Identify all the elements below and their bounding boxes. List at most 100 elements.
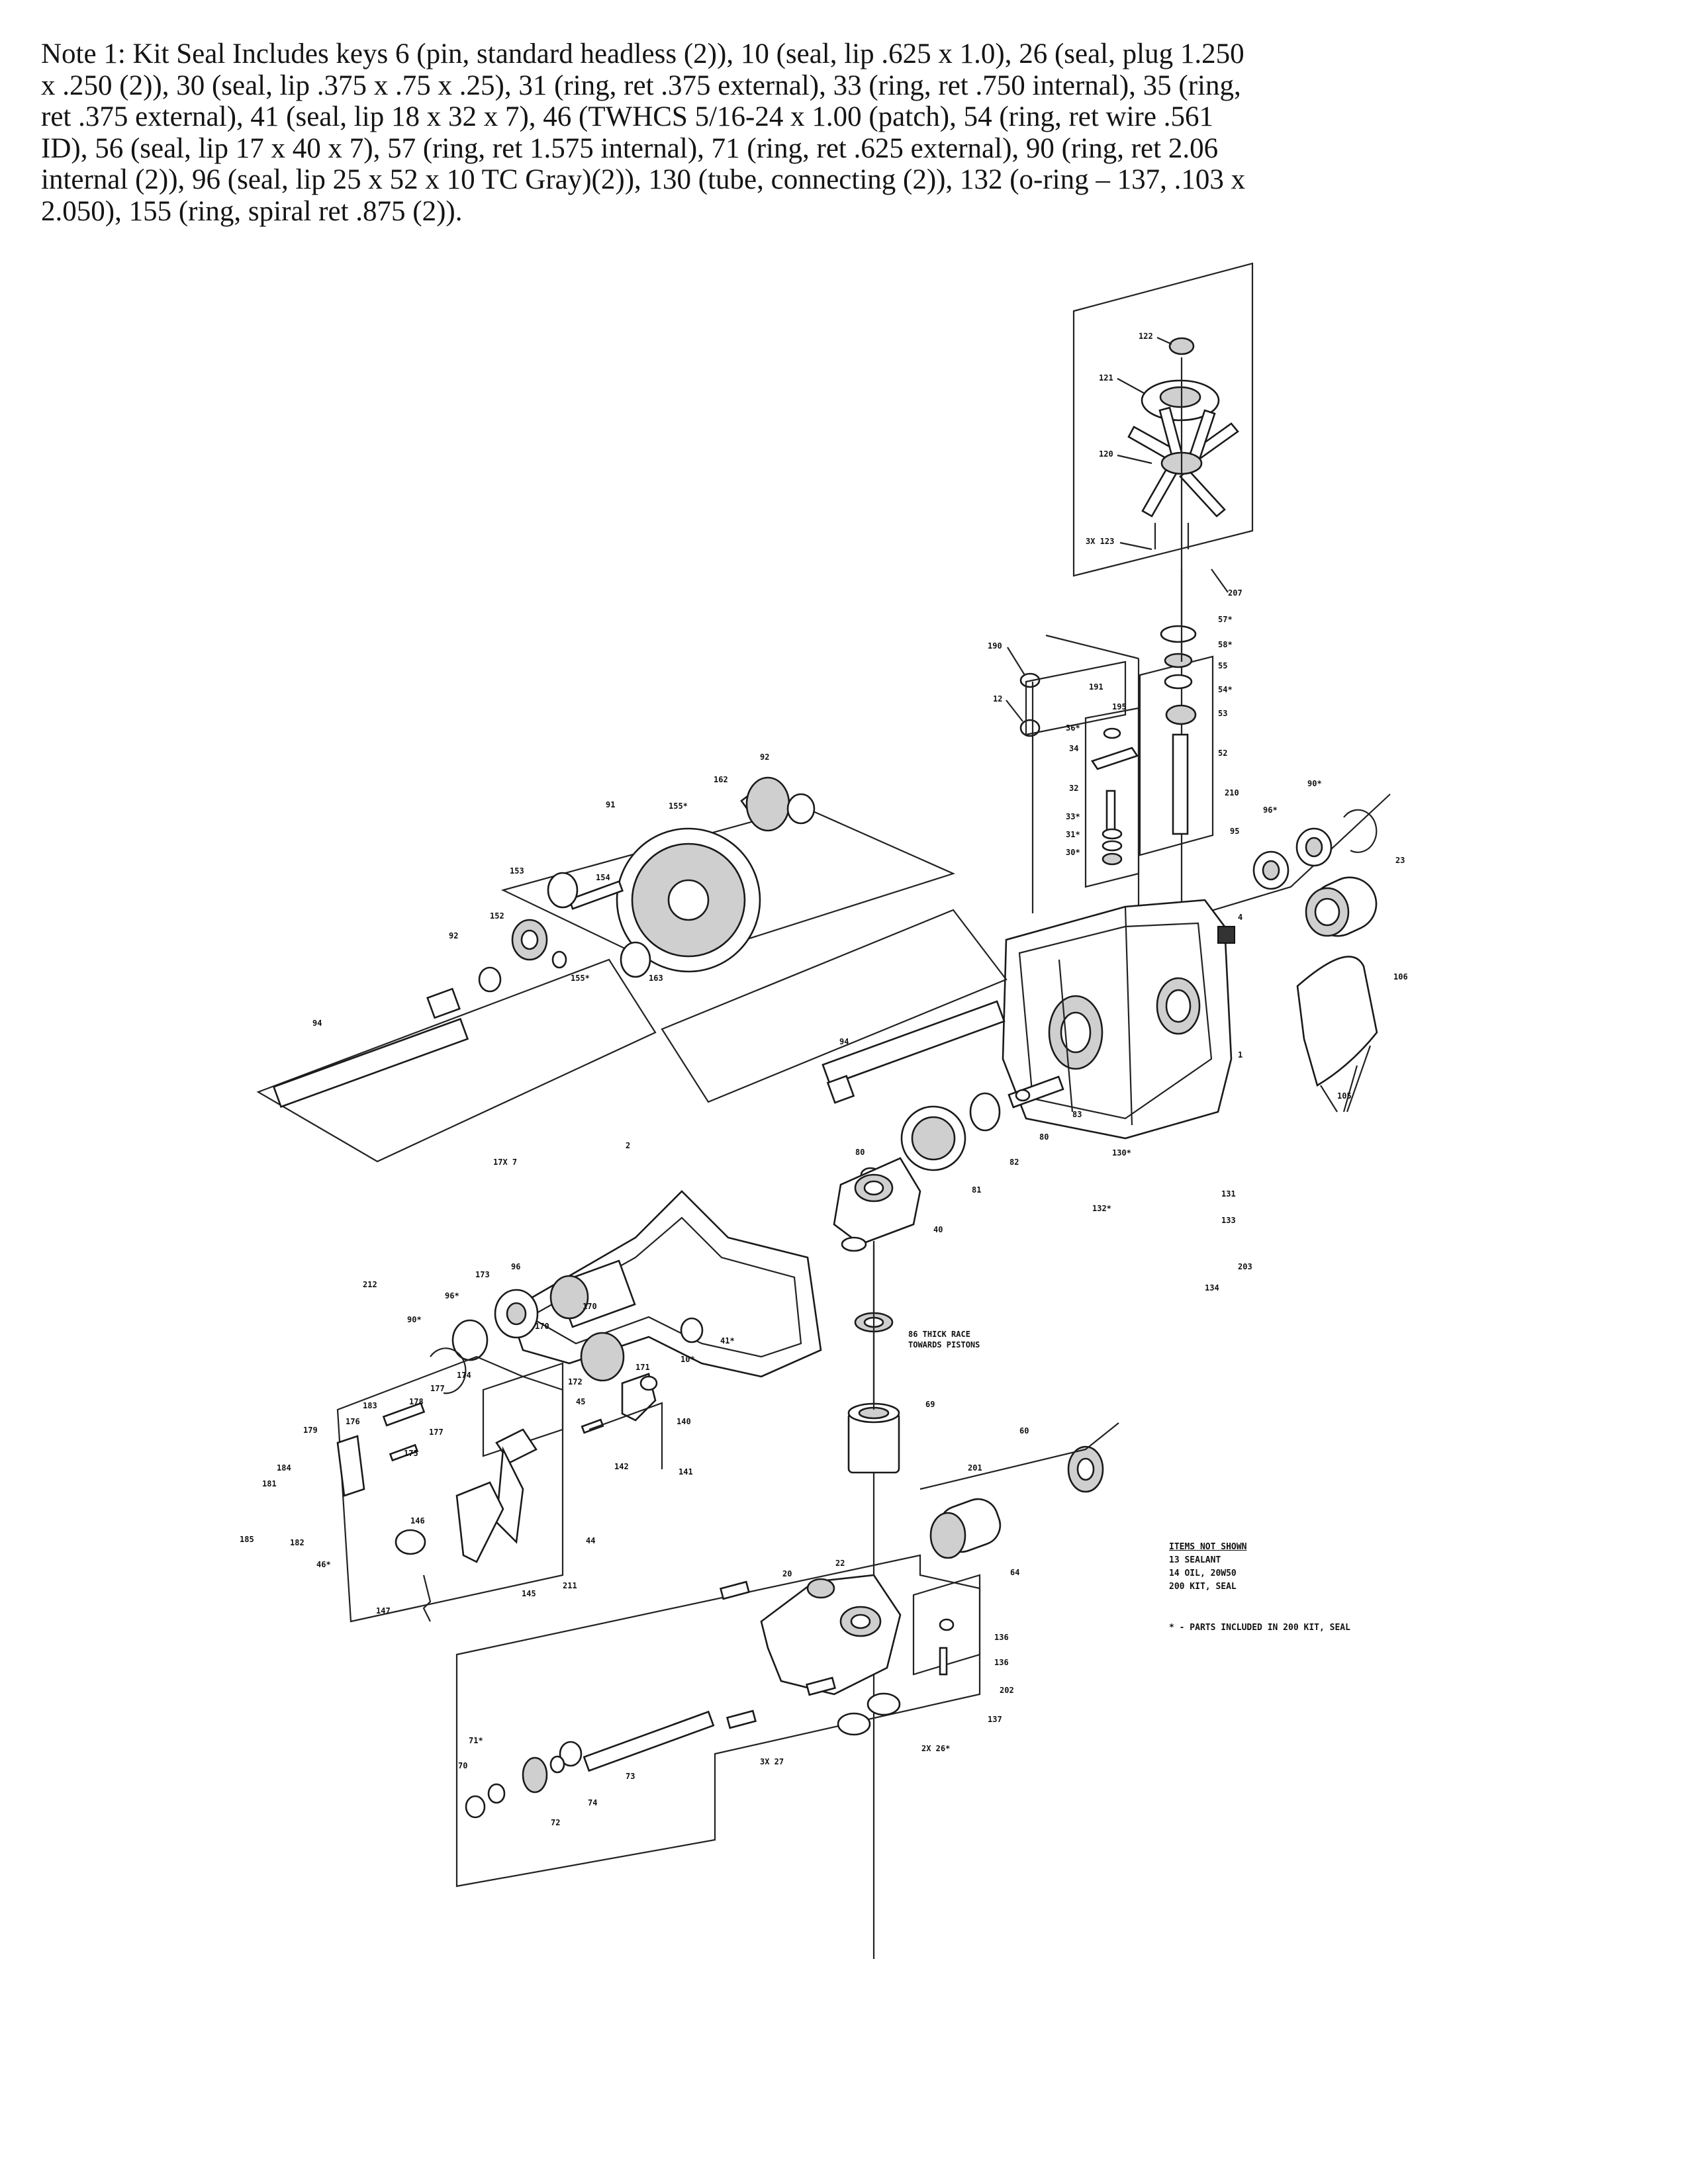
callout-136a: 136 [994, 1633, 1009, 1642]
callout-190: 190 [988, 641, 1002, 651]
items-not-shown-header: ITEMS NOT SHOWN [1169, 1542, 1247, 1552]
callout-64: 64 [1010, 1568, 1019, 1577]
callout-33: 33* [1066, 812, 1080, 821]
callout-72: 72 [551, 1818, 560, 1827]
callout-134: 134 [1205, 1283, 1219, 1293]
callout-57: 57* [1218, 615, 1233, 624]
callout-133: 133 [1221, 1216, 1236, 1225]
kit-parts-legend: * - PARTS INCLUDED IN 200 KIT, SEAL [1169, 1623, 1350, 1633]
callout-202: 202 [1000, 1686, 1014, 1695]
items-not-shown-row: 14 OIL, 20W50 [1169, 1569, 1237, 1578]
callout-53: 53 [1218, 709, 1227, 718]
callout-27: 3X 27 [760, 1757, 784, 1766]
callout-131: 131 [1221, 1189, 1236, 1199]
axle-right [661, 909, 1008, 1104]
callout-86: 86 THICK RACE [908, 1330, 970, 1339]
callout-177a: 177 [430, 1384, 445, 1393]
callout-52: 52 [1218, 749, 1227, 758]
callout-155b: 155* [571, 974, 590, 983]
callout-41: 41* [720, 1336, 735, 1345]
callout-1: 1 [1238, 1050, 1243, 1060]
main-housing [1002, 899, 1235, 1140]
callout-173: 173 [475, 1270, 490, 1279]
axle-left [256, 958, 657, 1163]
callout-73: 73 [626, 1772, 635, 1781]
callout-152: 152 [490, 911, 504, 921]
callout-80a: 80 [1039, 1132, 1049, 1142]
callout-170a: 170 [583, 1302, 597, 1311]
callout-184: 184 [277, 1463, 291, 1473]
callout-58: 58* [1218, 640, 1233, 649]
callout-105: 105 [1337, 1091, 1352, 1101]
callout-69: 69 [925, 1400, 935, 1409]
right-bearing-group [1158, 794, 1391, 937]
callout-90-left: 90* [407, 1315, 422, 1324]
callout-141: 141 [679, 1467, 693, 1477]
callout-140: 140 [677, 1417, 691, 1426]
callout-96-star: 96* [445, 1291, 459, 1300]
callout-120: 120 [1099, 449, 1113, 459]
callout-32: 32 [1069, 784, 1078, 793]
callout-30: 30* [1066, 848, 1080, 857]
guard-106 [1296, 956, 1378, 1113]
callout-96-right: 96* [1263, 805, 1278, 815]
callout-121: 121 [1099, 373, 1113, 383]
callout-170b: 170 [535, 1322, 549, 1331]
callout-162: 162 [714, 775, 728, 784]
callout-2: 2 [626, 1141, 630, 1150]
callout-90-right: 90* [1307, 779, 1322, 788]
callout-20: 20 [782, 1569, 792, 1578]
items-not-shown-row: 13 SEALANT [1169, 1555, 1221, 1565]
callout-81: 81 [972, 1185, 981, 1195]
callout-12: 12 [993, 694, 1002, 704]
callout-71: 71* [469, 1736, 483, 1745]
callout-31: 31* [1066, 830, 1080, 839]
callout-153: 153 [510, 866, 524, 876]
callout-17x7: 17X 7 [493, 1158, 517, 1167]
callout-163: 163 [649, 974, 663, 983]
callout-183: 183 [363, 1401, 377, 1410]
shaft-73-group [465, 1710, 715, 1819]
callout-195: 195 [1112, 702, 1127, 711]
callout-labels: 122 121 120 3X 123 207 57* 58* 55 54* 53… [240, 332, 1408, 1827]
callout-172: 172 [568, 1377, 583, 1387]
center-section [833, 1157, 921, 1252]
callout-174: 174 [457, 1371, 471, 1380]
fan-blades [1127, 406, 1239, 518]
callout-171: 171 [635, 1363, 650, 1372]
left-bearing-group [430, 1289, 704, 1394]
callout-147: 147 [376, 1606, 391, 1615]
callout-178: 178 [409, 1397, 424, 1406]
callout-106: 106 [1393, 972, 1408, 981]
callout-137: 137 [988, 1715, 1002, 1724]
callout-95: 95 [1230, 827, 1239, 836]
callout-175: 175 [404, 1449, 418, 1458]
callout-181: 181 [262, 1479, 277, 1488]
callout-176: 176 [346, 1417, 360, 1426]
callout-211: 211 [563, 1581, 577, 1590]
motor-group [919, 1422, 1119, 1559]
callout-130: 130* [1112, 1148, 1131, 1158]
callout-136b: 136 [994, 1658, 1009, 1667]
callout-26: 2X 26* [921, 1744, 950, 1753]
callout-83: 83 [1072, 1110, 1082, 1119]
callout-155a: 155* [669, 801, 688, 811]
callout-132: 132* [1092, 1204, 1111, 1213]
callout-46: 46* [316, 1560, 331, 1569]
callout-185: 185 [240, 1535, 254, 1544]
side-housing-2 [508, 1190, 822, 1378]
items-not-shown-row: 200 KIT, SEAL [1169, 1582, 1237, 1592]
callout-123: 3X 123 [1086, 537, 1114, 546]
callout-201: 201 [968, 1463, 982, 1473]
callout-154: 154 [596, 873, 610, 882]
callout-91: 91 [606, 800, 615, 809]
callout-96-left: 96 [511, 1262, 520, 1271]
callout-54: 54* [1218, 685, 1233, 694]
callout-182: 182 [290, 1538, 305, 1547]
callout-94a: 94 [312, 1019, 322, 1028]
callout-22: 22 [835, 1559, 845, 1568]
callout-60: 60 [1019, 1426, 1029, 1435]
callout-23: 23 [1395, 856, 1405, 865]
callout-177b: 177 [429, 1428, 444, 1437]
